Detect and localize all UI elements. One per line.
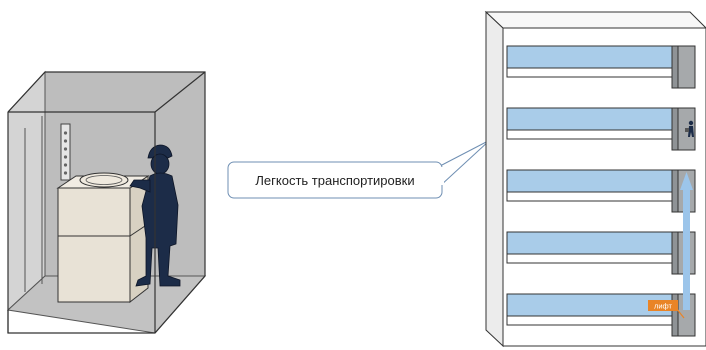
panel-buttons [63, 131, 68, 175]
cabin-frame [7, 71, 206, 334]
floor-2 [506, 107, 696, 151]
floor-slab [506, 253, 673, 264]
floor-slab [506, 67, 673, 78]
tag-text: лифт [654, 302, 673, 311]
floor-band [506, 231, 673, 255]
floor-slab [506, 191, 673, 202]
floor-band [506, 169, 673, 193]
arrow-head-up-icon [680, 172, 693, 190]
elevator-car [677, 45, 696, 89]
building-top [484, 11, 706, 29]
unit-front [57, 187, 131, 303]
elevator-tag: лифт [648, 300, 685, 319]
callout-text: Легкость транспортировки [255, 173, 414, 188]
floor-band [506, 293, 673, 317]
packaged-unit [56, 172, 150, 304]
lift-arrow [680, 172, 693, 310]
cabin-left-wall [7, 70, 46, 312]
mini-worker-icon [685, 120, 694, 137]
floor-5 [506, 293, 696, 337]
floor-slab [506, 315, 673, 326]
control-panel [60, 123, 71, 181]
building-side-wall [485, 10, 504, 348]
worker-silhouette [129, 144, 181, 287]
floor-band [506, 45, 673, 69]
floor-3 [506, 169, 696, 213]
tag-box [648, 300, 678, 311]
floor-slab [506, 129, 673, 140]
floor-band [506, 107, 673, 131]
callout-pointer [439, 139, 491, 187]
callout: Легкость транспортировки [227, 139, 491, 199]
floor-1 [506, 45, 696, 89]
arrow-shaft [683, 190, 690, 310]
